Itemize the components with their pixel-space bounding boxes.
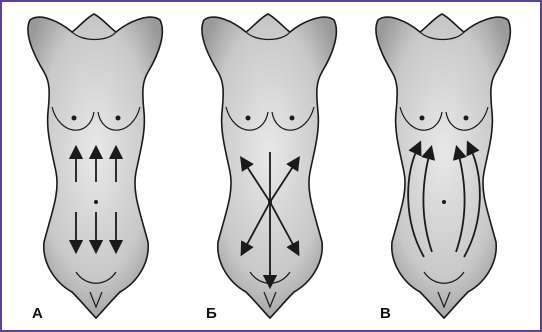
torso-outline bbox=[376, 14, 510, 318]
navel bbox=[94, 200, 98, 204]
panel-c: В bbox=[358, 2, 530, 330]
panel-label-b: Б bbox=[206, 305, 217, 322]
panel-label-a: А bbox=[32, 305, 43, 322]
panel-b: Б bbox=[184, 2, 356, 330]
torso-figure-b bbox=[184, 2, 356, 330]
panel-label-c: В bbox=[380, 305, 391, 322]
torso-figure-a bbox=[10, 2, 182, 330]
navel bbox=[442, 200, 446, 204]
torso-figure-c bbox=[358, 2, 530, 330]
panel-a: А bbox=[10, 2, 182, 330]
